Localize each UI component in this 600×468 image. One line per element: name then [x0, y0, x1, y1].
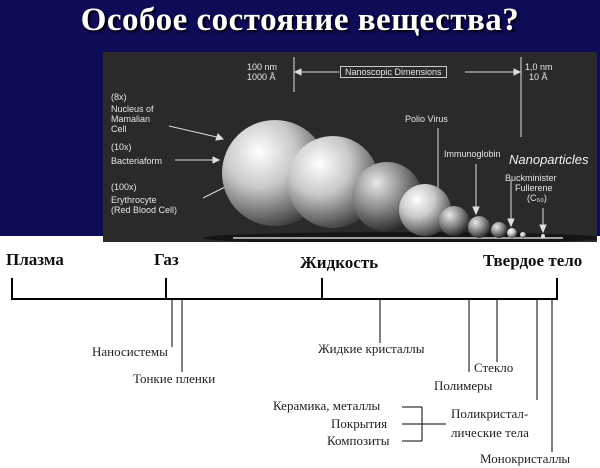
- sphere-immunoglobin: [439, 206, 469, 236]
- left-scale-nm: 100 nm: [247, 62, 278, 72]
- monocrystals-label: Монокристаллы: [480, 451, 571, 466]
- nanoscopic-dimensions-label: Nanoscopic Dimensions: [340, 66, 447, 78]
- coatings-label: Покрытия: [331, 416, 388, 431]
- nucleus-label-1: Nucleus of: [111, 104, 154, 114]
- fullerene-label: Fullerene: [515, 183, 553, 193]
- mag-100x: (100x): [111, 182, 137, 192]
- nanoscale-photo: 100 nm 1000 Å Nanoscopic Dimensions 1,0 …: [103, 52, 597, 242]
- polymers-label: Полимеры: [434, 378, 493, 393]
- thin-films-label: Тонкие пленки: [133, 371, 216, 386]
- sphere-polio: [399, 184, 451, 236]
- polycrystal-label-2: лические тела: [451, 425, 529, 440]
- state-plasma: Плазма: [6, 250, 64, 269]
- nucleus-label-3: Cell: [111, 124, 127, 134]
- c60-label: (C₆₀): [527, 193, 547, 203]
- bacteriaform-label: Bacteriaform: [111, 156, 163, 166]
- sphere-small-4: [520, 232, 526, 238]
- polycrystal-label-1: Поликристал-: [451, 406, 529, 421]
- state-liquid: Жидкость: [300, 253, 379, 272]
- left-scale-a: 1000 Å: [247, 72, 276, 82]
- mag-8x: (8x): [111, 92, 127, 102]
- sphere-small-3: [507, 228, 517, 238]
- sphere-small-1: [468, 216, 490, 238]
- spheres-illustration: [168, 57, 597, 242]
- slide-title: Особое состояние вещества?: [80, 2, 520, 38]
- right-scale-a: 10 Å: [529, 72, 548, 82]
- nucleus-label-2: Mamalian: [111, 114, 151, 124]
- sphere-small-2: [491, 222, 507, 238]
- state-gas: Газ: [154, 250, 179, 269]
- immunoglobin-label: Immunoglobin: [444, 149, 501, 159]
- liquid-crystals-label: Жидкие кристаллы: [318, 341, 425, 356]
- composites-label: Композиты: [327, 433, 390, 448]
- glass-label: Стекло: [474, 360, 514, 375]
- sphere-fullerene: [541, 234, 545, 238]
- mag-10x: (10x): [111, 142, 132, 152]
- nanosystems-label: Наносистемы: [92, 344, 168, 359]
- erythrocyte-label: Erythrocyte: [111, 195, 157, 205]
- ceramics-label: Керамика, металлы: [273, 398, 381, 413]
- nanoparticles-label: Nanoparticles: [509, 152, 589, 167]
- buckminister-label: Buckminister: [505, 173, 557, 183]
- red-blood-cell-label: (Red Blood Cell): [111, 205, 178, 215]
- state-solid: Твердое тело: [483, 251, 583, 270]
- nucleus-arrow: [168, 125, 222, 139]
- polio-virus-label: Polio Virus: [405, 114, 448, 124]
- right-scale-nm: 1,0 nm: [525, 62, 553, 72]
